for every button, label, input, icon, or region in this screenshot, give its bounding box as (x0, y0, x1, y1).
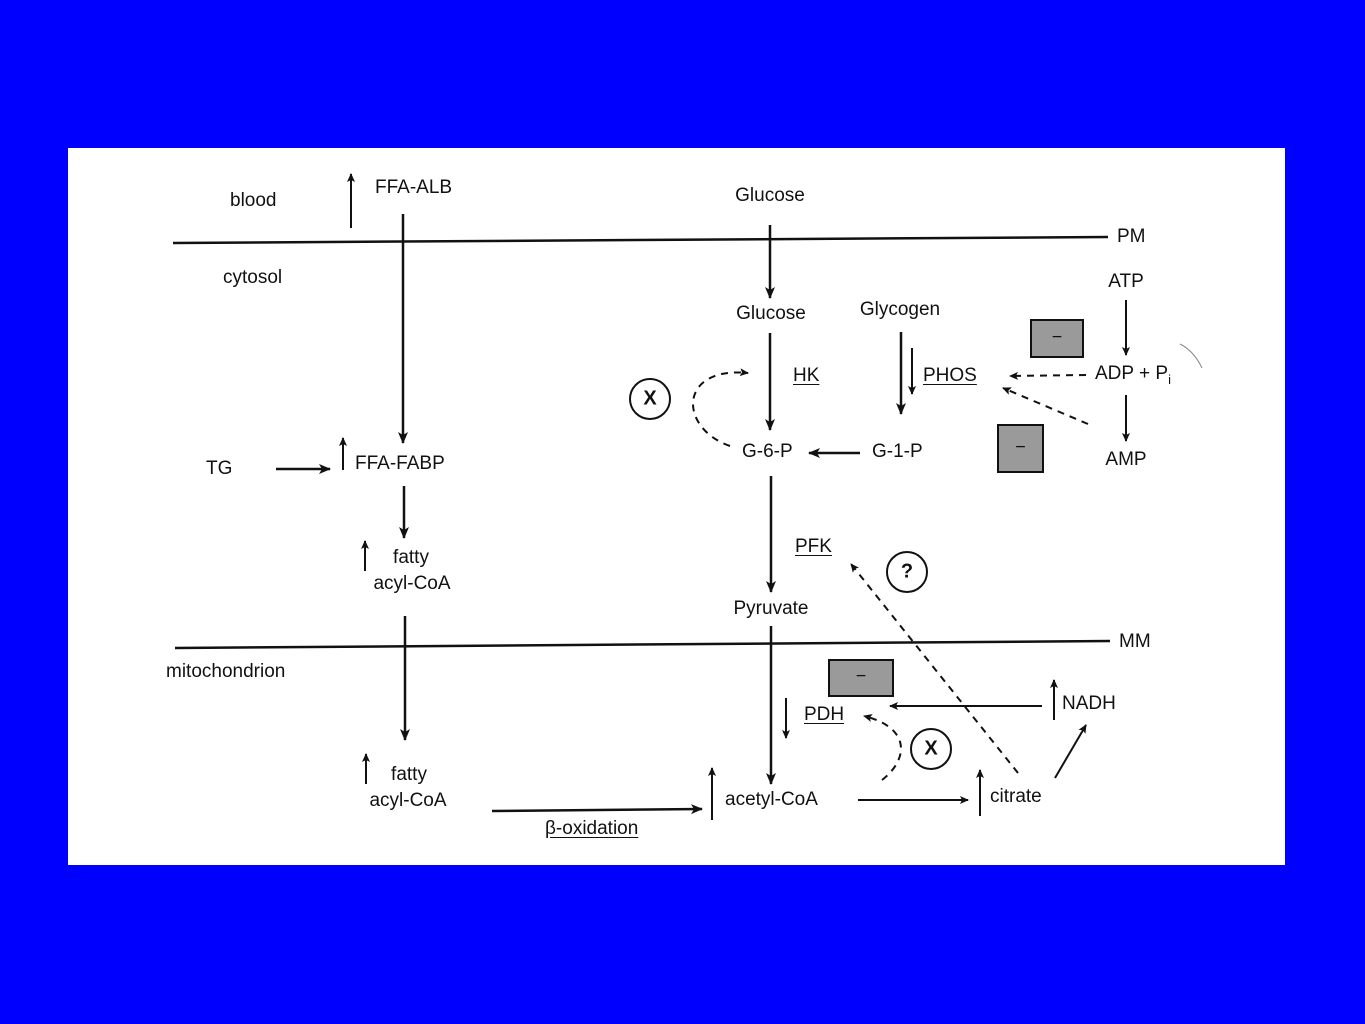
glucose-blood-node: Glucose (735, 185, 805, 206)
blocked-circle-hk: X (629, 378, 671, 420)
inhibit-symbol: − (1051, 325, 1063, 346)
dashed-adp-to-phos (1009, 371, 1087, 380)
hk-enzyme-label: HK (793, 365, 820, 386)
blood-label: blood (230, 190, 277, 211)
glucose-cytosol-node: Glucose (736, 303, 806, 324)
glycogen-node: Glycogen (859, 299, 941, 320)
x-symbol: X (924, 737, 938, 760)
g6p-node: G-6-P (742, 441, 793, 462)
inhibit-symbol: − (855, 665, 867, 686)
diagram-panel: blood cytosol mitochondrion PM MM FFA-AL… (68, 148, 1285, 865)
fatty-acyl-coa-cyto-line1: fatty (393, 547, 429, 568)
pyruvate-node: Pyruvate (733, 598, 809, 619)
ffa-alb-node: FFA-ALB (375, 177, 453, 198)
pdh-enzyme-label: PDH (804, 704, 845, 725)
ffa-fabp-node: FFA-FABP (355, 453, 445, 474)
fatty-acyl-coa-mito-line2: acyl-CoA (369, 790, 447, 811)
pi-subscript: i (1168, 371, 1171, 387)
g1p-node: G-1-P (872, 441, 923, 462)
mitochondrion-label: mitochondrion (166, 661, 286, 682)
amp-node: AMP (1105, 449, 1147, 470)
question-symbol: ? (900, 560, 914, 583)
tg-node: TG (206, 458, 233, 479)
phos-enzyme-label: PHOS (923, 365, 977, 386)
inhibit-box-pdh: − (828, 659, 894, 697)
dashed-citrate-to-pfk (850, 563, 1019, 774)
cytosol-label: cytosol (223, 267, 283, 288)
fatty-acyl-coa-mito-line1: fatty (391, 764, 427, 785)
plasma-membrane-line (172, 235, 1109, 245)
x-symbol: X (643, 387, 657, 410)
fatty-acyl-coa-cyto-line2: acyl-CoA (373, 573, 451, 594)
unknown-circle-pfk: ? (886, 551, 928, 593)
pm-label: PM (1117, 226, 1146, 247)
inhibit-box-adp: − (1030, 319, 1084, 358)
nadh-node: NADH (1062, 693, 1116, 714)
inhibit-symbol: − (1015, 435, 1026, 456)
adp-pi-node: ADP + Pi (1095, 363, 1171, 391)
pfk-enzyme-label: PFK (795, 536, 832, 557)
dashed-amp-to-phos (1002, 387, 1089, 425)
acetyl-coa-node: acetyl-CoA (725, 789, 818, 810)
citrate-node: citrate (990, 786, 1042, 807)
beta-oxidation-label: β-oxidation (545, 818, 639, 839)
pathway-diagram (172, 173, 1203, 820)
mito-membrane-line (174, 639, 1111, 650)
mm-label: MM (1119, 631, 1151, 652)
blocked-circle-pdh: X (910, 728, 952, 770)
adp-pi-text: ADP + P (1095, 363, 1169, 384)
atp-node: ATP (1108, 271, 1144, 292)
scan-mark (1179, 343, 1203, 369)
dashed-pdh-feedback (863, 714, 902, 781)
inhibit-box-amp: − (997, 424, 1044, 473)
arrow-beta-oxidation (491, 804, 703, 815)
dashed-hk-feedback (692, 368, 749, 447)
arrow-citrate-to-nadh (1054, 724, 1087, 779)
